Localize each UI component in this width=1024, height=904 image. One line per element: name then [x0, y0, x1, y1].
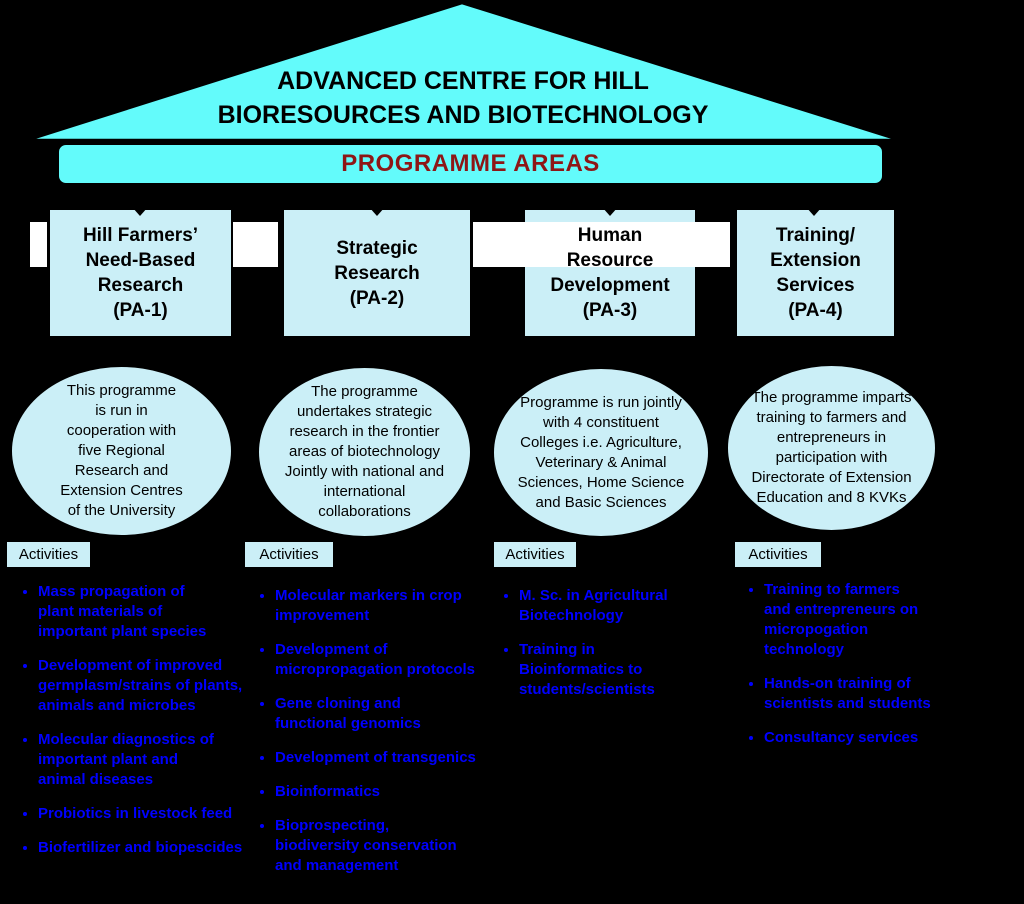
activity-item: Bioinformatics: [275, 782, 510, 802]
activity-item: Training to farmers and entrepreneurs on…: [764, 580, 989, 660]
programme-areas-banner: PROGRAMME AREAS: [57, 143, 884, 185]
activity-item: Mass propagation of plant materials of i…: [38, 582, 263, 642]
pa2-activity-list: Molecular markers in crop improvementDev…: [253, 586, 510, 890]
pa4-box: Training/ Extension Services (PA-4): [735, 208, 896, 338]
activity-item: M. Sc. in Agricultural Biotechnology: [519, 586, 734, 626]
pa3-activities-tab: Activities: [492, 540, 578, 569]
pa2-box: Strategic Research (PA-2): [282, 208, 472, 338]
arrow-down-icon: [369, 207, 385, 216]
activity-item: Development of micropropagation protocol…: [275, 640, 510, 680]
pa3-activity-list: M. Sc. in Agricultural BiotechnologyTrai…: [497, 586, 734, 714]
pa1-description-ellipse: This programme is run in cooperation wit…: [10, 365, 233, 537]
activity-item: Molecular markers in crop improvement: [275, 586, 510, 626]
pa3-description-ellipse: Programme is run jointly with 4 constitu…: [492, 367, 710, 538]
pa1-activities-tab: Activities: [5, 540, 92, 569]
connector-band-right: [473, 222, 730, 267]
roof-triangle: [27, 1, 900, 142]
pa4-description-ellipse: The programme imparts training to farmer…: [726, 364, 937, 532]
arrow-down-icon: [602, 207, 618, 216]
diagram-title: ADVANCED CENTRE FOR HILL BIORESOURCES AN…: [217, 67, 709, 129]
activity-item: Training in Bioinformatics to students/s…: [519, 640, 734, 700]
pa2-activities-tab: Activities: [243, 540, 335, 569]
activity-item: Gene cloning and functional genomics: [275, 694, 510, 734]
pa1-activity-list: Mass propagation of plant materials of i…: [16, 582, 263, 872]
arrow-down-icon: [132, 207, 148, 216]
activity-item: Hands-on training of scientists and stud…: [764, 674, 989, 714]
pa4-activities-tab: Activities: [733, 540, 823, 569]
activity-item: Probiotics in livestock feed: [38, 804, 263, 824]
pa4-activity-list: Training to farmers and entrepreneurs on…: [742, 580, 989, 762]
programme-areas-banner-label: PROGRAMME AREAS: [341, 150, 600, 177]
arrow-down-icon: [806, 207, 822, 216]
activity-item: Bioprospecting, biodiversity conservatio…: [275, 816, 510, 876]
activity-item: Consultancy services: [764, 728, 989, 748]
pa1-box: Hill Farmers’ Need-Based Research (PA-1): [48, 208, 233, 338]
activity-item: Molecular diagnostics of important plant…: [38, 730, 263, 790]
pa3-box-label: Human Resource Development (PA-3): [550, 225, 670, 321]
pa2-description-ellipse: The programme undertakes strategic resea…: [257, 366, 472, 538]
activity-item: Development of transgenics: [275, 748, 510, 768]
activity-item: Development of improved germplasm/strain…: [38, 656, 263, 716]
activity-item: Biofertilizer and biopescides: [38, 838, 263, 858]
connector-band-left: [30, 222, 47, 267]
connector-band-middle: [233, 222, 278, 267]
